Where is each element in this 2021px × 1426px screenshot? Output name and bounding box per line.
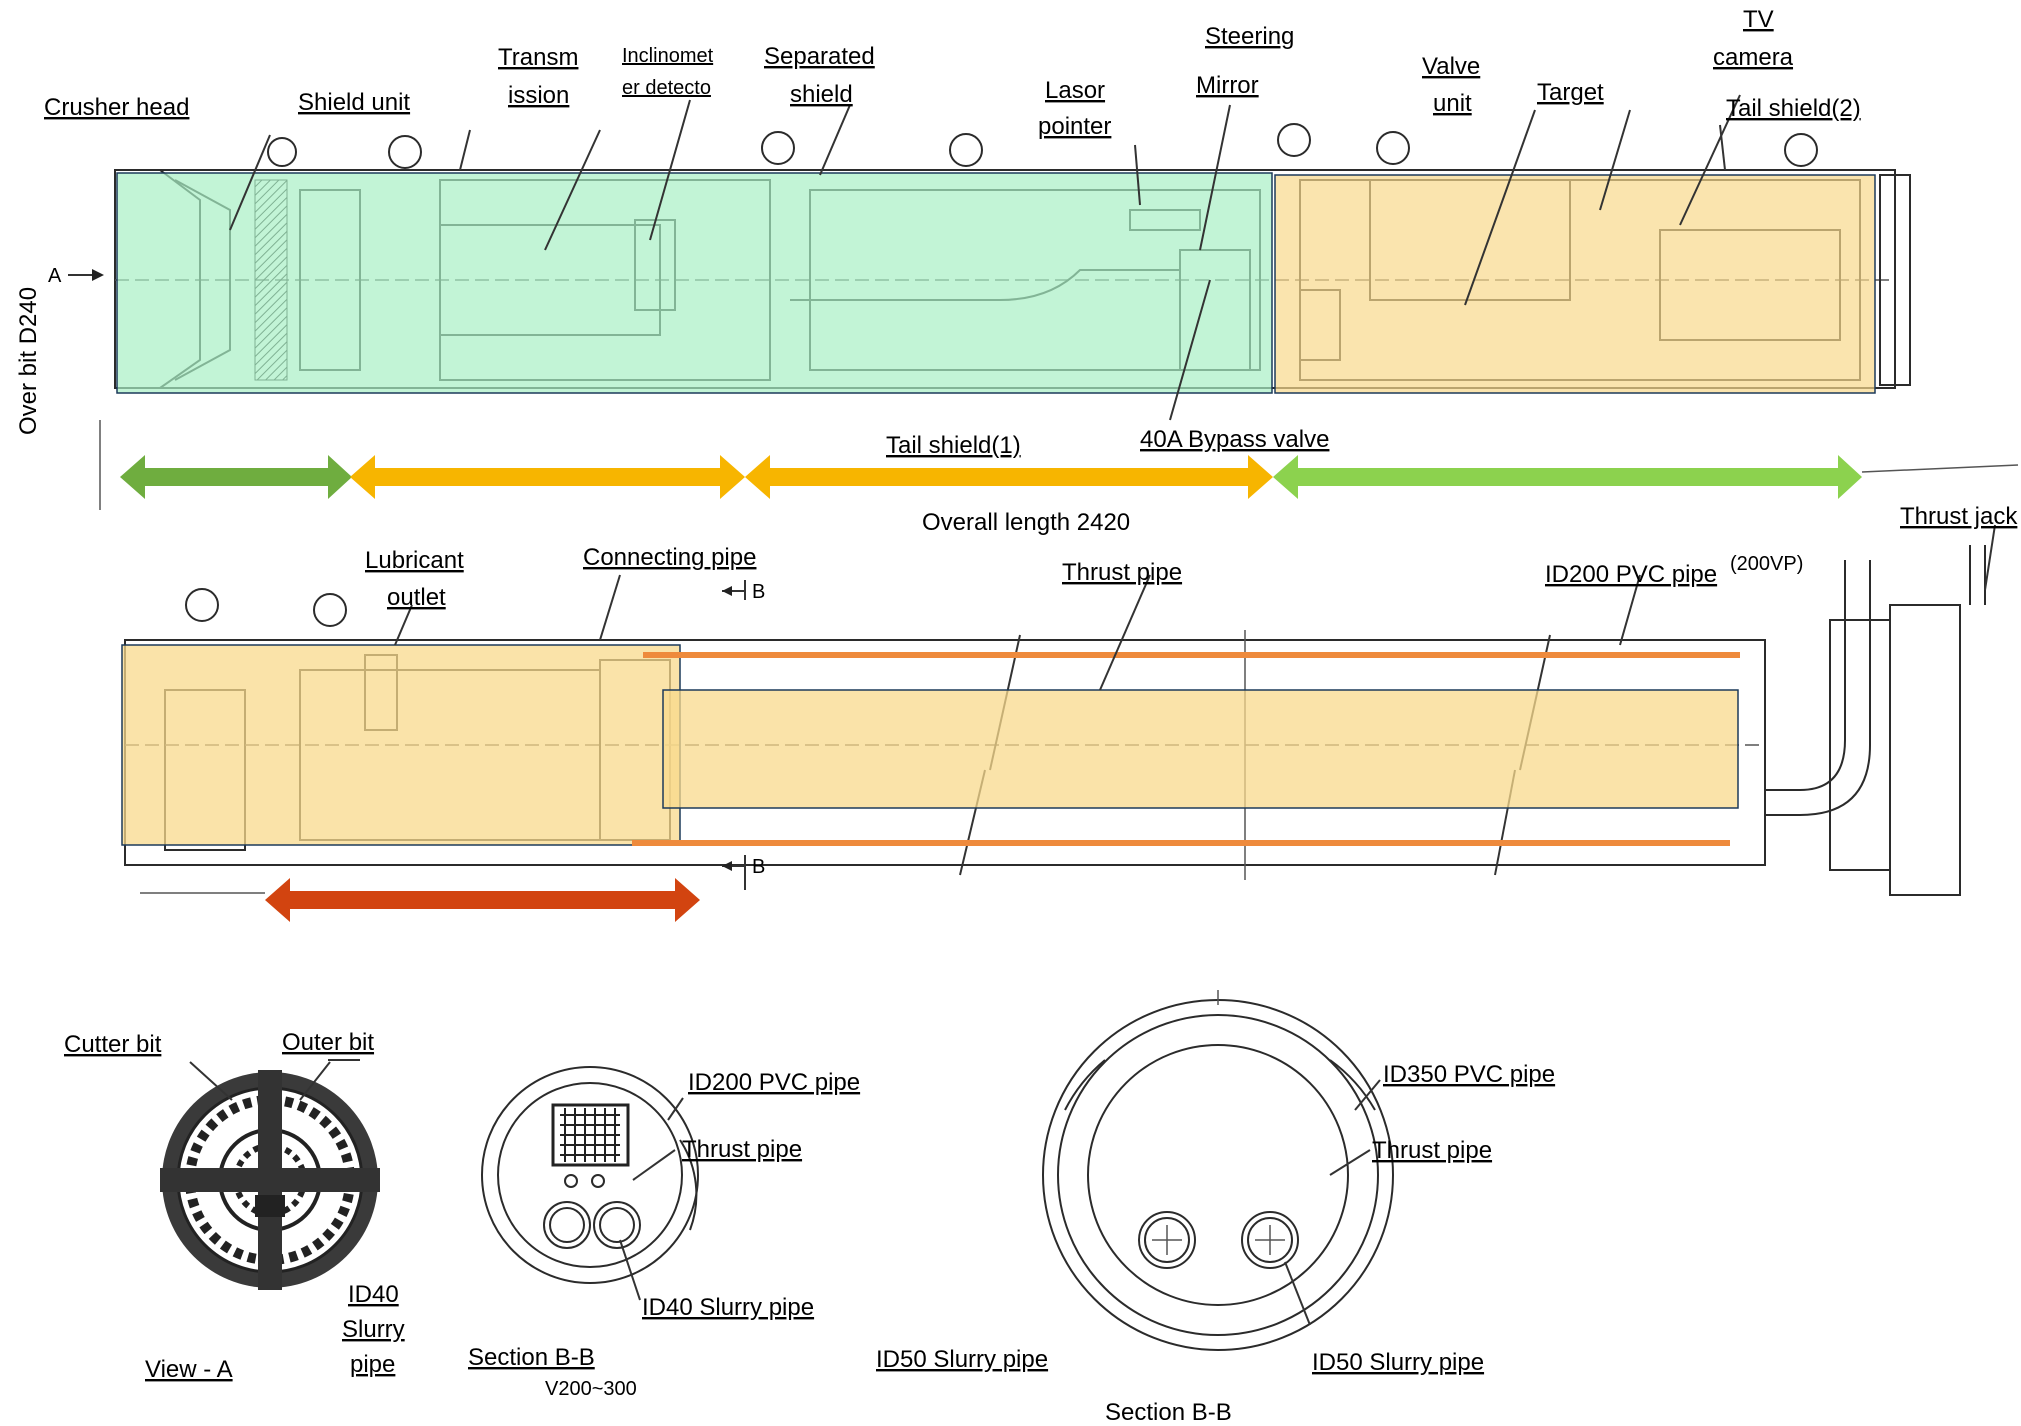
label-cutter-bit: Cutter bit bbox=[64, 1031, 162, 1058]
green-zone-front bbox=[116, 172, 1273, 394]
view-a-marker: A bbox=[48, 265, 104, 287]
label-transmission-1: Transm bbox=[498, 44, 578, 71]
section-b-marker-top: B bbox=[722, 580, 765, 603]
label-pvc-spec: (200VP) bbox=[1730, 553, 1803, 575]
label-separated-2: shield bbox=[790, 81, 853, 108]
label-steering: Steering bbox=[1205, 23, 1294, 50]
label-id50-slurry-left: ID50 Slurry pipe bbox=[876, 1346, 1048, 1373]
label-tail-shield-1: Tail shield(1) bbox=[886, 432, 1021, 459]
label-lasor-1: Lasor bbox=[1045, 77, 1105, 104]
view-a-cutter-face bbox=[160, 1070, 380, 1290]
label-crusher-head: Crusher head bbox=[44, 94, 189, 121]
dimension-arrow-tail-1 bbox=[745, 455, 1273, 499]
svg-text:B: B bbox=[752, 581, 765, 603]
label-thrust-jack: Thrust jack bbox=[1900, 503, 2018, 530]
label-connecting-pipe: Connecting pipe bbox=[583, 544, 756, 571]
caption-view-a: View - A bbox=[145, 1356, 233, 1383]
thrust-jack-body bbox=[1889, 604, 1961, 896]
middle-leader-lines bbox=[394, 524, 1996, 691]
dimension-arrow-tail-2 bbox=[1273, 455, 1862, 499]
label-id40-slurry-small: ID40 Slurry pipe bbox=[642, 1294, 814, 1321]
top-leader-lines bbox=[229, 94, 1741, 421]
label-lasor-2: pointer bbox=[1038, 113, 1111, 140]
sub-caption-small: V200~300 bbox=[545, 1378, 637, 1400]
svg-text:B: B bbox=[752, 856, 765, 878]
label-target: Target bbox=[1537, 79, 1604, 106]
label-shield-unit: Shield unit bbox=[298, 89, 410, 116]
label-lubricant-1: Lubricant bbox=[365, 547, 464, 574]
label-separated-1: Separated bbox=[764, 43, 875, 70]
label-bypass-valve: 40A Bypass valve bbox=[1140, 426, 1329, 453]
label-id200-pvc-small: ID200 PVC pipe bbox=[688, 1069, 860, 1096]
label-inclinometer-1: Inclinomet bbox=[622, 45, 714, 67]
orange-zone-thrust-pipe bbox=[662, 689, 1739, 809]
lifting-eye-icon bbox=[267, 123, 1818, 169]
label-inclinometer-2: er detecto bbox=[622, 77, 711, 99]
label-outer-bit: Outer bit bbox=[282, 1029, 374, 1056]
label-valve-1: Valve bbox=[1422, 53, 1480, 80]
section-b-marker-bottom: B bbox=[722, 855, 765, 890]
label-thrust-pipe-small: Thrust pipe bbox=[682, 1136, 802, 1163]
orange-zone-rear bbox=[1274, 174, 1876, 394]
label-id350-pvc: ID350 PVC pipe bbox=[1383, 1061, 1555, 1088]
section-bb-large bbox=[1042, 990, 1394, 1351]
caption-section-bb-large: Section B-B bbox=[1105, 1399, 1232, 1426]
label-tv-1: TV bbox=[1743, 6, 1774, 33]
label-over-bit: Over bit D240 bbox=[15, 287, 42, 435]
label-thrust-pipe-large: Thrust pipe bbox=[1372, 1137, 1492, 1164]
label-thrust-pipe-mid: Thrust pipe bbox=[1062, 559, 1182, 586]
label-id40-1: ID40 bbox=[348, 1281, 399, 1308]
svg-text:A: A bbox=[48, 265, 62, 287]
label-id40-2: Slurry bbox=[342, 1316, 405, 1343]
orange-zone-connecting bbox=[121, 644, 681, 846]
label-valve-2: unit bbox=[1433, 90, 1472, 117]
label-tv-2: camera bbox=[1713, 44, 1794, 71]
section-bb-small bbox=[481, 1066, 699, 1284]
label-id40-3: pipe bbox=[350, 1351, 395, 1378]
label-overall-length: Overall length 2420 bbox=[922, 509, 1130, 536]
label-transmission-2: ission bbox=[508, 82, 569, 109]
caption-section-bb-small: Section B-B bbox=[468, 1344, 595, 1371]
label-tail-shield-2: Tail shield(2) bbox=[1726, 95, 1861, 122]
label-lubricant-2: outlet bbox=[387, 584, 446, 611]
dimension-arrow-crusher bbox=[120, 455, 352, 499]
label-pvc-pipe-mid: ID200 PVC pipe bbox=[1545, 561, 1717, 588]
dimension-arrow-shield bbox=[350, 455, 745, 499]
label-mirror: Mirror bbox=[1196, 72, 1259, 99]
label-id50-slurry-right: ID50 Slurry pipe bbox=[1312, 1349, 1484, 1376]
dimension-arrow-connecting bbox=[265, 878, 700, 922]
